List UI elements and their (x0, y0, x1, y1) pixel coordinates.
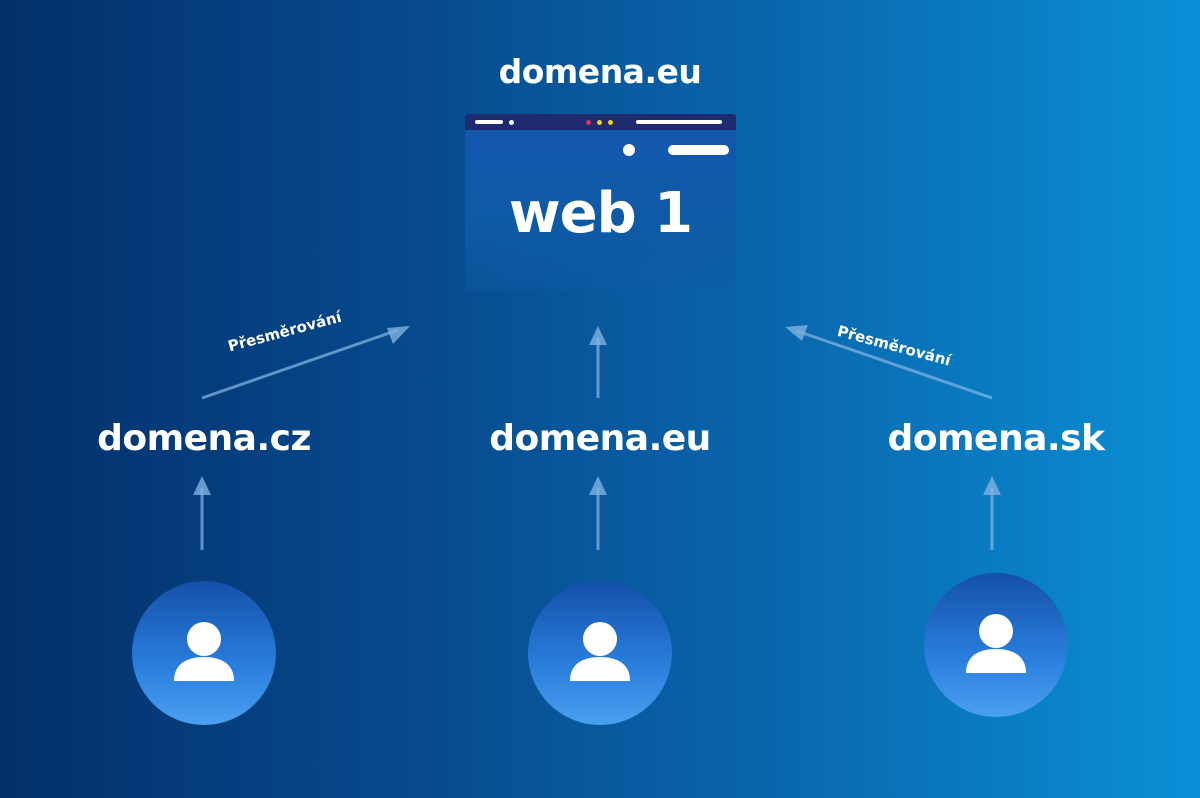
bar-dot-yellow-2 (608, 119, 613, 125)
arrow-up-icon (387, 326, 410, 344)
arrow-up-icon (785, 325, 808, 341)
browser-title-bar (465, 114, 736, 130)
bar-pill-right (636, 120, 722, 124)
domain-label-sk: domena.sk (887, 418, 1105, 459)
domain-label-cz: domena.cz (97, 418, 311, 459)
user-icon (966, 614, 1026, 673)
arrow-redirect-left (201, 328, 399, 400)
bar-dot-pink (586, 119, 591, 125)
arrow-up-icon (983, 476, 1001, 495)
arrow-redirect-right (796, 329, 993, 400)
browser-window-icon: web 1 (465, 114, 736, 290)
website-title: web 1 (508, 181, 693, 246)
browser-dot (623, 144, 635, 156)
browser-pill (668, 145, 729, 155)
user-avatar-cz (132, 581, 276, 725)
user-avatar-eu (528, 581, 672, 725)
arrow-up-icon (589, 326, 607, 345)
user-icon (570, 622, 630, 681)
bar-dot-yellow (597, 119, 602, 125)
bar-dot-white (509, 119, 514, 125)
user-avatar-sk (924, 573, 1068, 717)
bar-pill-left (475, 120, 503, 124)
arrow-up-icon (193, 476, 211, 495)
main-domain-label: domena.eu (498, 52, 702, 91)
arrow-up-icon (589, 476, 607, 495)
user-icon (174, 622, 234, 681)
domain-label-eu: domena.eu (489, 418, 711, 459)
